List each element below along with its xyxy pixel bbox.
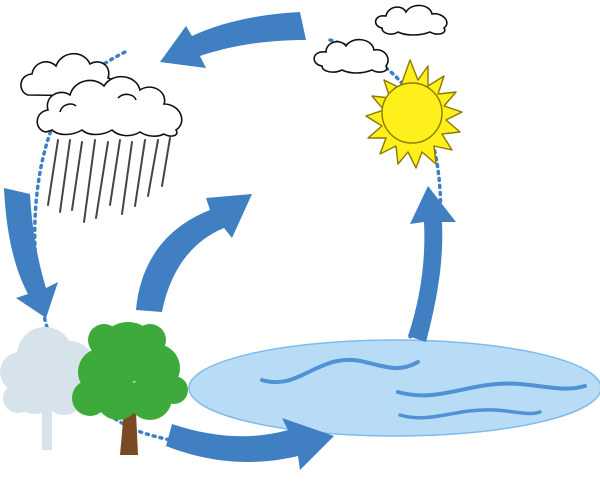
wave-1 bbox=[260, 358, 420, 384]
wave-2 bbox=[396, 381, 587, 398]
rain-cloud-icon bbox=[36, 75, 183, 137]
sun-icon bbox=[365, 59, 463, 169]
arrow-top-left bbox=[160, 12, 306, 68]
cloud-icon-mid-right bbox=[313, 38, 389, 74]
rain-icon bbox=[47, 137, 171, 223]
arrow-center-up bbox=[136, 194, 252, 312]
lake-icon bbox=[188, 339, 600, 437]
cloud-icon-top-right bbox=[374, 4, 448, 36]
arrow-right-up bbox=[408, 186, 456, 342]
arrow-left-down bbox=[4, 188, 58, 318]
tree-icon bbox=[72, 322, 188, 455]
arrow-bottom-right bbox=[166, 418, 334, 470]
wave-3 bbox=[398, 408, 542, 420]
